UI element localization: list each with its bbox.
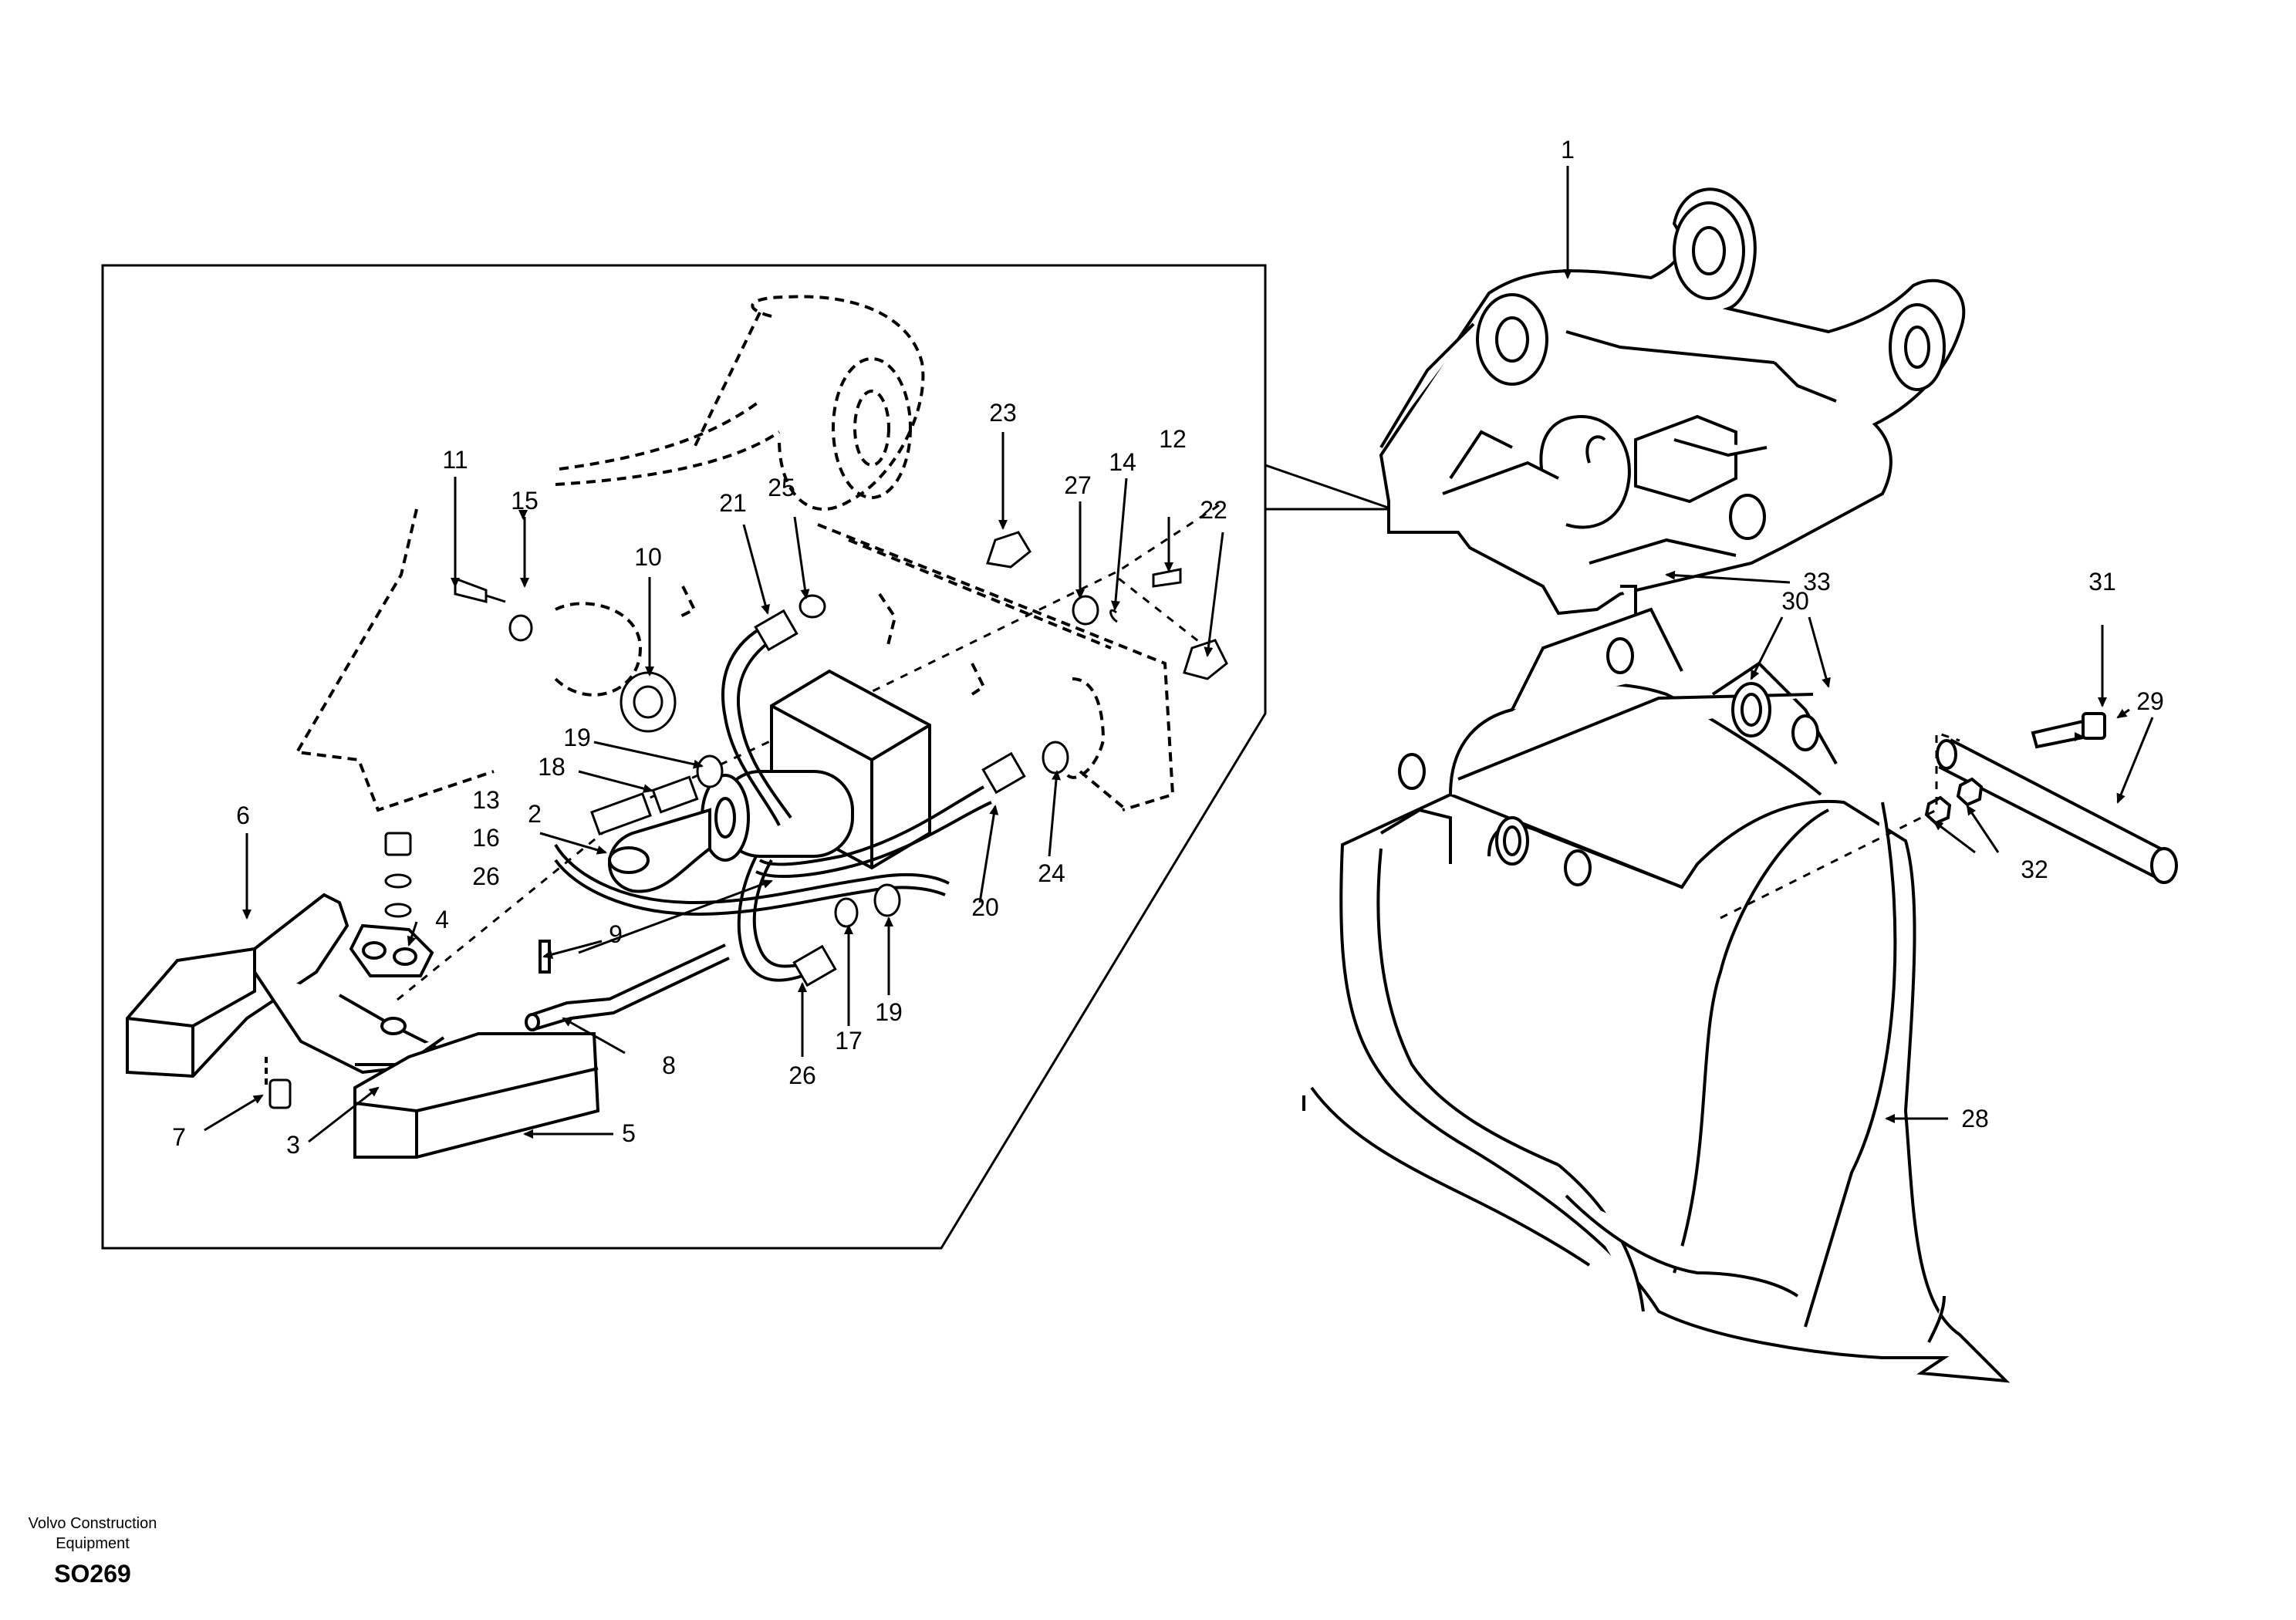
callout-5: 5 <box>622 1119 636 1147</box>
manufacturer-label: Volvo Construction Equipment <box>0 1514 185 1554</box>
callout-3: 3 <box>286 1131 300 1159</box>
callout-33: 33 <box>1803 568 1831 596</box>
manufacturer-line-2: Equipment <box>56 1535 130 1552</box>
quick-coupler <box>1379 187 1966 617</box>
callout-29: 29 <box>2136 687 2164 715</box>
detail-leader-line <box>1264 464 1393 511</box>
fittings <box>268 531 1228 1109</box>
manufacturer-line-1: Volvo Construction <box>28 1515 157 1532</box>
hydraulic-hoses <box>554 627 992 982</box>
callout-6: 6 <box>236 802 250 829</box>
bracket <box>349 923 434 977</box>
callout-2: 2 <box>528 800 542 828</box>
drawing-code: SO269 <box>54 1560 131 1588</box>
callout-18: 18 <box>538 753 566 781</box>
callout-1: 1 <box>1561 136 1575 164</box>
wedge-assembly <box>126 893 600 1159</box>
callout-8: 8 <box>662 1051 676 1079</box>
callout-21: 21 <box>719 489 747 517</box>
callout-16: 16 <box>472 824 500 852</box>
rod-eye <box>608 808 711 893</box>
callout-28: 28 <box>1961 1105 1989 1132</box>
callout-25: 25 <box>768 474 795 501</box>
callout-13: 13 <box>472 786 500 814</box>
callout-19a: 19 <box>563 724 591 751</box>
callout-24: 24 <box>1038 859 1065 887</box>
bucket-pin-axis <box>1720 731 1960 920</box>
leader-arrows <box>204 166 2154 1143</box>
callout-19b: 19 <box>875 998 903 1026</box>
callout-7: 7 <box>172 1123 186 1151</box>
callout-26b: 26 <box>788 1061 816 1089</box>
bucket <box>1302 607 2011 1383</box>
callout-31: 31 <box>2088 568 2116 596</box>
bucket-pin-hardware <box>1924 712 2178 884</box>
pin-and-cotter <box>525 940 730 1031</box>
callout-30: 30 <box>1781 587 1809 615</box>
callout-17: 17 <box>835 1027 863 1055</box>
callout-10: 10 <box>634 543 662 571</box>
callout-14: 14 <box>1109 448 1136 476</box>
callout-22: 22 <box>1200 496 1227 524</box>
callout-numbers: 1 2 3 4 5 6 7 8 9 10 11 12 13 14 15 16 1… <box>172 136 2164 1159</box>
callout-12: 12 <box>1159 425 1187 453</box>
callout-27: 27 <box>1064 471 1092 499</box>
coupler-ghost-outline <box>294 295 1175 812</box>
callout-11: 11 <box>442 446 468 474</box>
callout-4: 4 <box>435 906 449 933</box>
callout-20: 20 <box>971 893 999 921</box>
callout-23: 23 <box>989 399 1017 427</box>
callout-32: 32 <box>2021 856 2048 883</box>
detail-frame <box>101 264 1393 1250</box>
callout-26a: 26 <box>472 862 500 890</box>
hydraulic-cylinder <box>701 669 931 870</box>
callout-9: 9 <box>609 920 623 948</box>
callout-15: 15 <box>511 487 539 515</box>
